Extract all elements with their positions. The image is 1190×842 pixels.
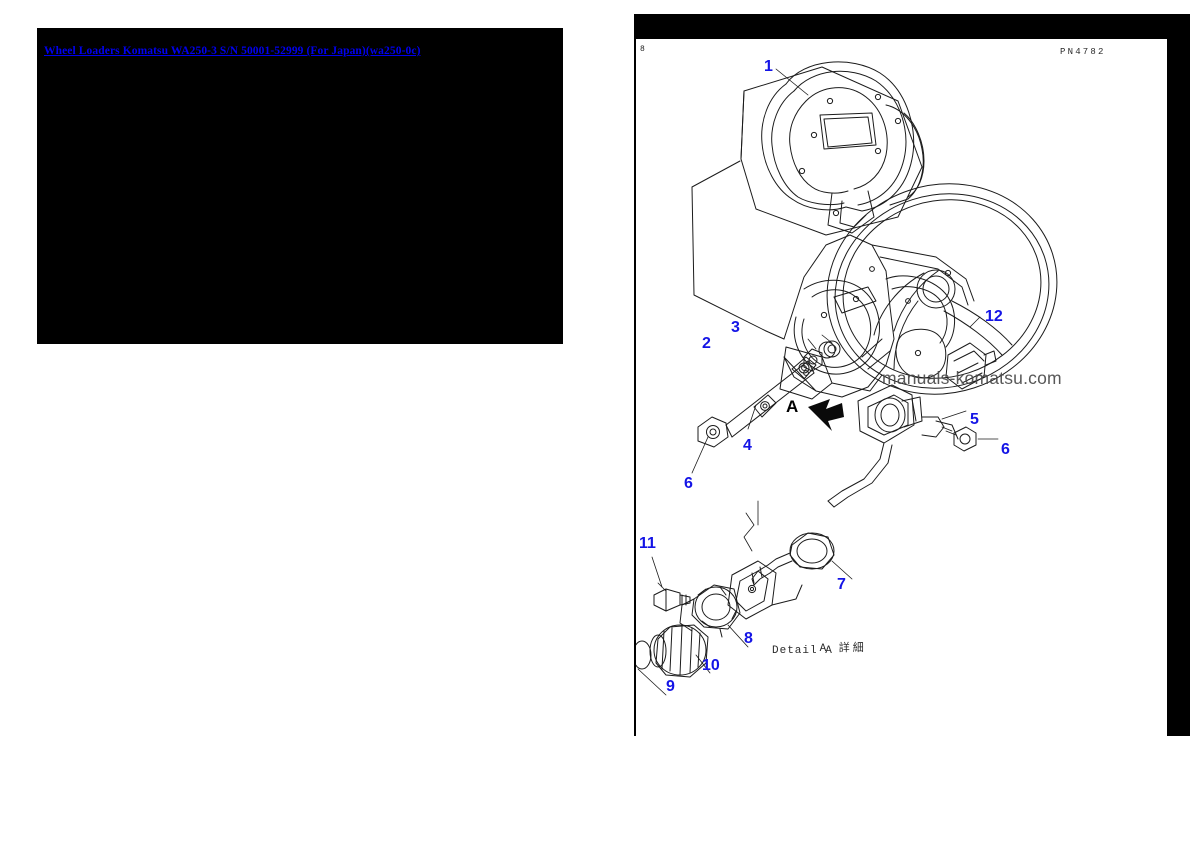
callout-12: 12 bbox=[985, 308, 1003, 325]
steering-wheel-shape bbox=[820, 183, 1058, 395]
callout-9: 9 bbox=[666, 678, 675, 695]
steering-column-shape bbox=[779, 234, 975, 400]
watermark: manuals-komatsu.com bbox=[882, 368, 1062, 388]
callout-4: 4 bbox=[743, 437, 752, 454]
technical-drawing bbox=[636, 39, 1144, 736]
callout-10: 10 bbox=[702, 657, 720, 674]
callout-8: 8 bbox=[744, 630, 753, 647]
callout-6-left: 6 bbox=[684, 475, 693, 492]
tilt-lever-assembly bbox=[691, 334, 841, 474]
detail-a-label-en: Detail A bbox=[772, 645, 833, 657]
media-panel: Wheel Loaders Komatsu WA250-3 S/N 50001-… bbox=[37, 28, 563, 344]
sheet-right-border bbox=[1167, 14, 1190, 736]
callout-1: 1 bbox=[764, 58, 773, 75]
callout-7: 7 bbox=[837, 576, 846, 593]
section-letter-a: A bbox=[786, 397, 799, 416]
sheet-top-border bbox=[634, 14, 1167, 39]
switch-cluster-shape bbox=[827, 384, 999, 508]
page-number: 8 bbox=[640, 45, 645, 54]
callout-11: 11 bbox=[639, 535, 656, 552]
callout-2: 2 bbox=[702, 335, 711, 352]
callout-5: 5 bbox=[970, 411, 979, 428]
instrument-cover-shape bbox=[691, 61, 925, 340]
detail-a-assembly bbox=[636, 500, 853, 696]
catalog-link[interactable]: Wheel Loaders Komatsu WA250-3 S/N 50001-… bbox=[44, 45, 421, 57]
detail-a-label-jp-text: A 詳細 bbox=[819, 643, 867, 655]
callout-3: 3 bbox=[731, 319, 740, 336]
section-arrow-a bbox=[808, 399, 844, 431]
sheet-left-rule bbox=[634, 39, 636, 736]
detail-a-label-jp: A 詳細 bbox=[774, 630, 867, 669]
sheet-code: PN4782 bbox=[1060, 47, 1106, 57]
callout-6-right: 6 bbox=[1001, 441, 1010, 458]
drawing-sheet: 8 PN4782 bbox=[634, 14, 1190, 736]
